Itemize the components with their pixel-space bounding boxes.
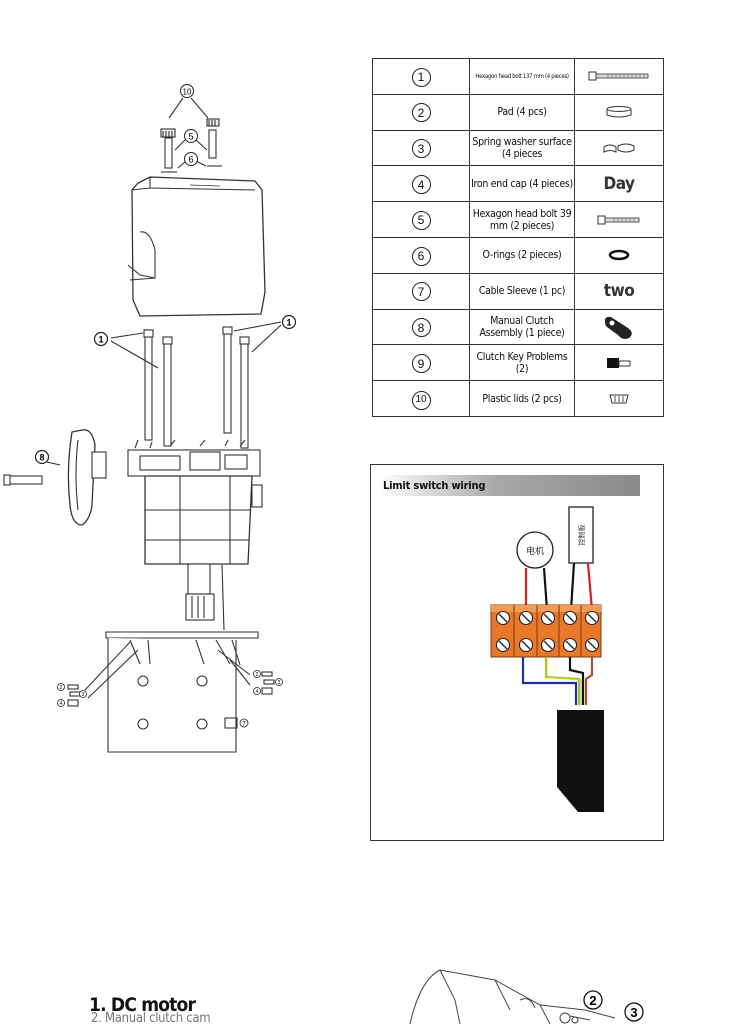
table-row: 9 Clutch Key Problems (2) (372, 344, 664, 382)
part-picture (574, 380, 664, 417)
callout-4-left: 4 (60, 701, 63, 707)
callout-7: 7 (242, 722, 246, 728)
parts-list-table: 1 Hexagon head bolt 137 mm (4 pieces) 2 … (372, 58, 664, 417)
part-number: 2 (411, 103, 431, 123)
callout-1-left: 1 (98, 335, 103, 345)
callout-4-right: 4 (256, 689, 259, 695)
part-number: 6 (411, 246, 431, 266)
pad-washer-icon (606, 106, 632, 118)
part-name: Plastic lids (2 pcs) (469, 380, 575, 417)
callout-3-right: 3 (278, 680, 281, 686)
callout-10: 10 (183, 88, 192, 97)
part-picture-text: Day (603, 173, 635, 194)
part-number: 8 (411, 318, 431, 338)
terminal-block (490, 604, 602, 658)
table-row: 6 O-rings (2 pieces) (372, 236, 664, 274)
callout-3-left: 3 (82, 692, 85, 698)
part-name: Pad (4 pcs) (469, 93, 575, 131)
part-picture (574, 308, 664, 346)
part-picture (574, 344, 664, 382)
plastic-lid-icon (609, 394, 629, 404)
clutch-key-icon (607, 357, 631, 368)
o-ring-icon (608, 250, 630, 261)
clutch-handle-icon (604, 316, 632, 339)
wiring-title: Limit switch wiring (379, 475, 640, 496)
spring-washer-icon (603, 143, 635, 153)
part-number: 4 (411, 175, 431, 195)
part-number: 10 (411, 390, 431, 410)
part-picture: two (574, 272, 664, 310)
part-picture-text: two (603, 281, 635, 302)
part-picture (574, 129, 664, 167)
wiring-diagram: 电机 控制板 (490, 506, 604, 812)
part-name: Iron end cap (4 pieces) (469, 165, 575, 203)
part-name: Hexagon head bolt 39 mm (2 pieces) (469, 201, 575, 238)
part-number: 1 (411, 67, 431, 87)
table-row: 8 Manual Clutch Assembly (1 piece) (372, 308, 664, 346)
bottom-callout-2: 2 (589, 993, 596, 1008)
table-row: 2 Pad (4 pcs) (372, 93, 664, 131)
part-number: 3 (411, 139, 431, 159)
callout-1-right: 1 (286, 318, 291, 328)
table-row: 1 Hexagon head bolt 137 mm (4 pieces) (372, 58, 664, 95)
callout-2-left: 2 (60, 685, 63, 691)
callout-2-right: 2 (256, 672, 259, 678)
switch-board-label: 控制板 (577, 525, 586, 546)
table-row: 4 Iron end cap (4 pieces) Day (372, 165, 664, 203)
table-row: 3 Spring washer surface (4 pieces (372, 129, 664, 167)
callout-8: 8 (39, 453, 44, 463)
part-picture: Day (574, 165, 664, 203)
part-picture (574, 201, 664, 238)
part-name: O-rings (2 pieces) (469, 236, 575, 274)
part-picture (574, 236, 664, 274)
bottom-callout-3: 3 (630, 1005, 637, 1020)
part-name: Cable Sleeve (1 pc) (469, 272, 575, 310)
part-picture (574, 58, 664, 95)
callout-6: 6 (188, 155, 193, 165)
table-row: 5 Hexagon head bolt 39 mm (2 pieces) (372, 201, 664, 238)
part-name: Clutch Key Problems (2) (469, 344, 575, 382)
part-number: 7 (411, 282, 431, 302)
part-picture (574, 93, 664, 131)
motor-label: 电机 (526, 545, 544, 557)
table-row: 7 Cable Sleeve (1 pc) two (372, 272, 664, 310)
part-number: 5 (411, 210, 431, 230)
list-item-manual-clutch-cam: 2. Manual clutch cam (91, 1011, 211, 1024)
bolt-short-icon (597, 215, 640, 225)
table-row: 10 Plastic lids (2 pcs) (372, 380, 664, 417)
part-name: Manual Clutch Assembly (1 piece) (469, 308, 575, 346)
exploded-view-drawing: 10 5 6 1 1 8 2 3 4 2 3 4 7 (3, 84, 297, 753)
bolt-long-icon (588, 71, 649, 81)
callout-5: 5 (188, 132, 193, 142)
part-name: Hexagon head bolt 137 mm (4 pieces) (469, 58, 575, 95)
bottom-motor-drawing: 2 3 (409, 969, 644, 1024)
part-name: Spring washer surface (4 pieces (469, 129, 575, 167)
limit-switch-wiring-panel: 电机 控制板 Limit (370, 464, 664, 841)
part-number: 9 (411, 354, 431, 374)
list-item-dc-motor: 1. DC motor (89, 994, 196, 1016)
